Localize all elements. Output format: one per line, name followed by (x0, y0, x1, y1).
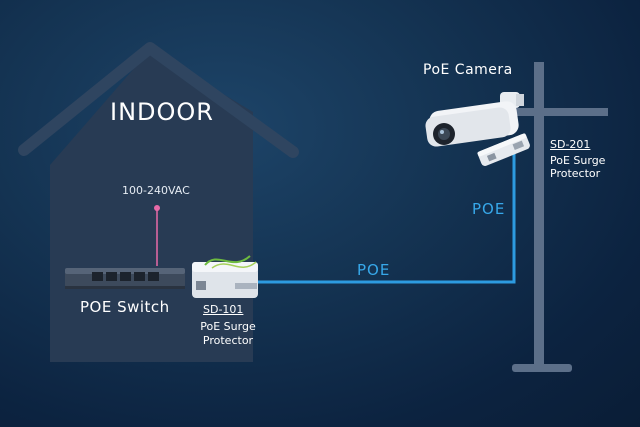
sd101-model-label: SD-101 (203, 303, 244, 316)
camera-device (425, 92, 524, 147)
sd201-device (477, 133, 530, 166)
poe-cable (258, 140, 516, 284)
power-voltage-label: 100-240VAC (122, 184, 190, 197)
sd201-name-label: PoE Surge Protector (550, 154, 606, 180)
poe-link-label-vertical: POE (472, 200, 506, 218)
poe-link-label-horizontal: POE (357, 261, 391, 279)
sd201-model-label: SD-201 (550, 138, 591, 151)
poe-switch-device (65, 268, 185, 289)
sd101-name-label: PoE Surge Protector (200, 320, 256, 347)
sd101-device (192, 255, 258, 298)
indoor-label: INDOOR (110, 98, 214, 126)
utility-pole (512, 62, 608, 372)
poe-switch-label: POE Switch (80, 298, 170, 316)
camera-label: PoE Camera (423, 62, 513, 78)
house-roof-outline (18, 42, 299, 158)
power-cord (154, 205, 160, 266)
